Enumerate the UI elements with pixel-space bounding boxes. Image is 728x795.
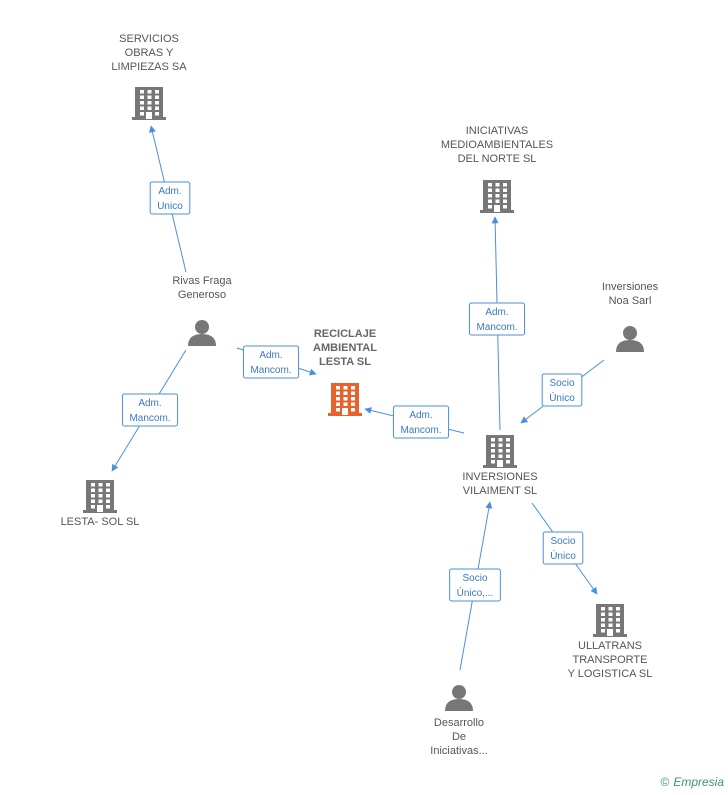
node-label: Iniciativas... [430,745,487,757]
edge-label-box[interactable] [149,181,191,215]
edge-label-text: Único [549,391,575,404]
edge-label-text: Socio [550,536,575,547]
copyright-symbol: © [660,775,670,789]
edge-vilaiment-to-iniciativas: Adm. Mancom. [468,216,526,431]
edge-label-text: Único,... [457,586,494,599]
edge-label-text: Adm. [138,398,161,409]
node-label: MEDIOAMBIENTALES [441,139,553,151]
node-label: Inversiones [602,281,659,293]
node-label: INICIATIVAS [466,125,529,137]
node-reciclaje[interactable]: RECICLAJE AMBIENTAL LESTA SL [313,328,377,416]
node-label: RECICLAJE [314,328,376,340]
edge-label-box[interactable] [468,302,526,336]
node-label: Rivas Fraga [172,275,232,287]
edge-label-text: Único [550,549,576,562]
edge-label-box[interactable] [541,373,583,407]
edge-label-text: Adm. [259,350,282,361]
node-label: Y LOGISTICA SL [568,668,653,680]
node-label: INVERSIONES [462,471,537,483]
node-lesta[interactable]: LESTA- SOL SL [61,480,140,528]
node-label: Generoso [178,289,226,301]
edge-label-box[interactable] [121,393,179,427]
brand-logo-text: Empresia [673,775,724,789]
edge-rivas-to-servicios: Adm. Unico [149,125,191,273]
node-label: Noa Sarl [609,295,652,307]
building-icon [483,435,517,468]
building-icon [480,180,514,213]
edge-label-box[interactable] [542,531,584,565]
node-label: VILAIMENT SL [463,485,537,497]
edge-label-box[interactable] [242,345,300,379]
edge-rivas-to-lesta: Adm. Mancom. [111,349,187,472]
edge-label-text: Mancom. [129,413,170,424]
node-desarrollo[interactable]: DesarrolloDeIniciativas... [430,685,488,757]
edge-label-box[interactable] [449,568,501,602]
edge-label-text: Socio [462,573,487,584]
building-icon [328,383,362,416]
edge-label-box[interactable] [392,405,450,439]
copyright-footer: ©Empresia [660,775,724,789]
node-label: Desarrollo [434,717,484,729]
node-label: ULLATRANS [578,640,642,652]
nodes-layer: SERVICIOS OBRAS Y LIMPIEZAS SA Rivas FragaG… [61,33,659,757]
node-vilaiment[interactable]: INVERSIONES VILAIMENT SL [462,435,538,497]
edge-label-text: Mancom. [250,365,291,376]
node-label: LESTA- SOL SL [61,516,140,528]
edge-desarrollo-to-vilaiment: SocioÚnico,... [449,501,501,671]
edge-label-text: Mancom. [476,322,517,333]
edge-label-text: Socio [549,378,574,389]
building-icon [593,604,627,637]
node-label: LESTA SL [319,356,371,368]
edge-label-text: Unico [157,201,183,212]
node-label: DEL NORTE SL [458,153,537,165]
node-label: AMBIENTAL [313,342,377,354]
edge-label-text: Adm. [409,410,432,421]
edge-vilaiment-to-reciclaje: Adm. Mancom. [364,405,465,439]
node-label: De [452,731,466,743]
person-icon [616,326,644,352]
building-icon [83,480,117,513]
edge-label-text: Mancom. [400,425,441,436]
node-label: TRANSPORTE [573,654,648,666]
node-label: OBRAS Y [125,47,174,59]
node-label: SERVICIOS [119,33,179,45]
edge-label-text: Adm. [158,186,181,197]
building-icon [132,87,166,120]
edge-label-text: Adm. [485,307,508,318]
edge-rivas-to-reciclaje: Adm. Mancom. [236,345,317,379]
node-ullatrans[interactable]: ULLATRANS TRANSPORTE Y LOGISTICA SL [568,604,653,680]
person-icon [445,685,473,711]
node-iniciativas[interactable]: INICIATIVAS MEDIOAMBIENTALES DEL NORTE SL [441,125,553,213]
person-icon [188,320,216,346]
node-servicios[interactable]: SERVICIOS OBRAS Y LIMPIEZAS SA [111,33,187,120]
edges-layer: Adm.UnicoAdm.Mancom.Adm.Mancom.Adm.Manco… [111,125,605,671]
node-label: LIMPIEZAS SA [111,61,187,73]
